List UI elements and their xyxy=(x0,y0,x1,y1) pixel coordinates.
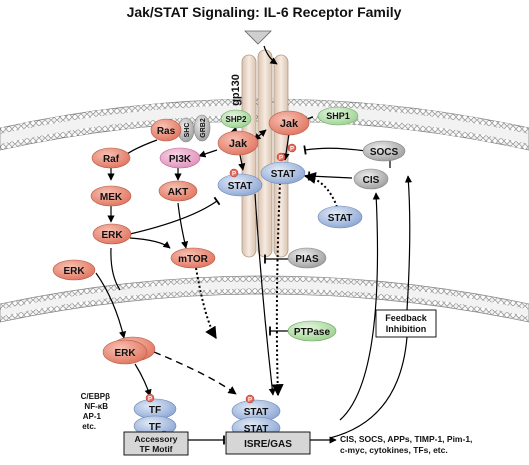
pi3k-label: PI3K xyxy=(169,154,192,165)
shp1-node xyxy=(317,106,359,126)
arrow-stat-isre xyxy=(254,193,276,396)
arrow-erk-down xyxy=(110,247,121,291)
dotted-connectors xyxy=(195,172,338,397)
grb2-label: GRB2 xyxy=(200,118,207,138)
tf-bottom-label: TF xyxy=(149,422,161,433)
tf-list-item-0: C/EBPβ xyxy=(81,392,110,401)
feedback-box xyxy=(375,309,437,338)
connectors xyxy=(95,45,413,445)
arrow-isre-cis xyxy=(339,192,380,421)
inhibit-erk-stat xyxy=(129,196,221,235)
phospho-receptor-2-label: P xyxy=(290,147,294,153)
akt-node xyxy=(158,180,198,202)
pias-node xyxy=(287,247,327,269)
tf-list-item-2: AP-1 xyxy=(83,412,102,421)
accessory-line1: Accessory xyxy=(134,434,177,444)
phospho-stat-left-label: P xyxy=(232,172,236,178)
phospho-tf-top xyxy=(145,393,155,403)
phospho-receptor-1-label: P xyxy=(279,156,283,162)
mek-node xyxy=(90,185,132,207)
dotted-stat-isre xyxy=(271,182,284,397)
gp130-label: gp130 xyxy=(230,74,242,106)
shp2-label: SHP2 xyxy=(226,115,247,124)
stat-left-label: STAT xyxy=(228,181,253,192)
tf-top-label: TF xyxy=(149,405,161,416)
cis-label: CIS xyxy=(363,175,380,186)
pias-label: PIAS xyxy=(295,254,319,265)
phospho-dimer-top xyxy=(245,394,255,404)
stat-free-node xyxy=(317,205,363,229)
erk-nuclear-node xyxy=(102,339,148,365)
inhibit-socs xyxy=(303,145,367,155)
erk-cyto-node xyxy=(92,223,132,245)
isre-gas-box xyxy=(225,431,311,455)
isre-gas-label: ISRE/GAS xyxy=(244,439,292,450)
jak-right-label: Jak xyxy=(280,118,299,130)
ptpase-node xyxy=(287,320,337,342)
phospho-dimer-top-label: P xyxy=(248,398,252,404)
shc-label: SHC xyxy=(184,123,191,138)
erk-left-label: ERK xyxy=(63,266,85,277)
grb2-node xyxy=(193,114,211,142)
pi3k-node xyxy=(159,147,201,169)
arrow-jak-pi3k xyxy=(198,149,218,158)
erk-cyto-label: ERK xyxy=(101,230,123,241)
arrow-erk-mtor xyxy=(129,237,171,249)
socs-node xyxy=(362,140,406,162)
erk-nuclear-label: ERK xyxy=(114,348,136,359)
akt-label: AKT xyxy=(168,187,189,198)
stat-dimer-top-label: STAT xyxy=(244,407,269,418)
stat-left-node xyxy=(217,173,263,197)
tf-list-item-3: etc. xyxy=(82,422,96,431)
nuclear-membrane xyxy=(0,275,529,323)
stat-dimer-bottom-label: STAT xyxy=(244,424,269,435)
dotted-mtor-isre xyxy=(195,267,217,340)
stat-right-node xyxy=(260,161,306,185)
feedback-line2: Inhibition xyxy=(386,324,427,334)
jak-left-label: Jak xyxy=(229,138,248,150)
arrow-jakr-stat xyxy=(282,133,290,161)
mtor-node xyxy=(170,247,216,269)
stat-free-label: STAT xyxy=(328,213,353,224)
mek-label: MEK xyxy=(100,192,123,203)
diagram-title: Jak/STAT Signaling: IL-6 Receptor Family xyxy=(127,4,402,20)
shp1-label: SHP1 xyxy=(326,111,350,121)
accessory-line2: TF Motif xyxy=(139,444,172,454)
jak-right-node xyxy=(268,110,310,136)
phospho-receptor-1 xyxy=(276,152,286,162)
arrow-jak-stat xyxy=(238,154,246,171)
inhibit-cis xyxy=(307,171,353,181)
targets-line2: c-myc, cytokines, TFs, etc. xyxy=(340,445,448,455)
stat-right-label: STAT xyxy=(271,169,296,180)
arrow-feedback-up xyxy=(404,175,413,311)
tf-list-item-1: NF-κB xyxy=(84,402,108,411)
erk-left-node xyxy=(52,259,96,281)
raf-label: Raf xyxy=(103,154,120,165)
mtor-label: mTOR xyxy=(178,254,209,265)
arrow-ligand xyxy=(263,45,278,65)
accessory-motif-box xyxy=(123,431,189,456)
dashed-erkn-isre xyxy=(153,351,237,395)
phospho-stat-left xyxy=(229,168,239,178)
socs-label: SOCS xyxy=(370,147,399,158)
shp2-node xyxy=(220,109,252,129)
arrow-erkn-tf xyxy=(134,363,152,397)
jak-left-node xyxy=(217,130,259,156)
ras-label: Ras xyxy=(157,126,176,137)
ligand-icon xyxy=(244,30,272,45)
phospho-tf-top-label: P xyxy=(148,397,152,403)
raf-node xyxy=(91,147,131,169)
ptpase-label: PTPase xyxy=(294,327,331,338)
phospho-receptor-2 xyxy=(287,143,297,153)
arrow-erk-nuclear xyxy=(95,272,127,339)
arrow-akt-mtor xyxy=(177,202,189,249)
arrow-feedback-cis xyxy=(329,336,408,439)
cis-node xyxy=(353,168,389,190)
feedback-line1: Feedback xyxy=(385,313,428,323)
ras-node xyxy=(150,118,182,142)
dotted-stat-free xyxy=(303,172,338,208)
targets-line1: CIS, SOCS, APPs, TIMP-1, Pim-1, xyxy=(340,434,472,444)
